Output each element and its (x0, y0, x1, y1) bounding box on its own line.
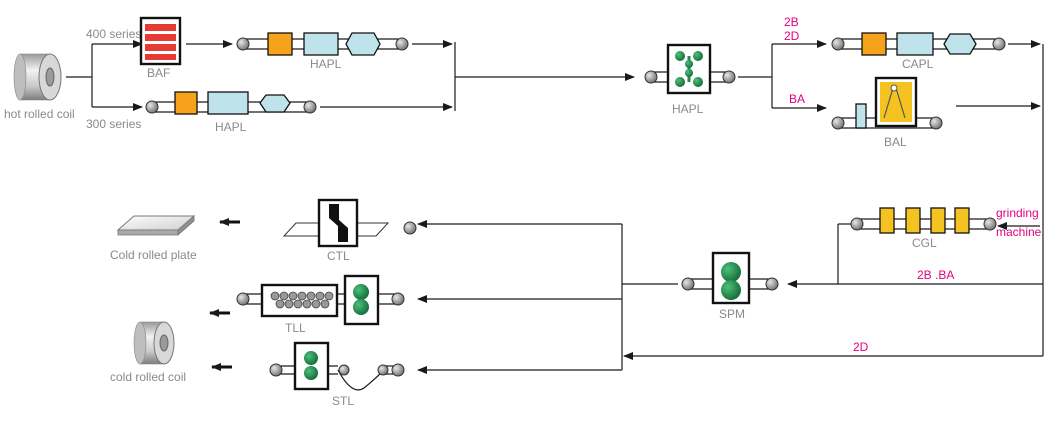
finish-2b-ba-annotation: 2B .BA (917, 268, 954, 282)
baf-label: BAF (147, 66, 170, 80)
bal-line-icon (831, 76, 943, 130)
cold-rolled-plate-label: Cold rolled plate (110, 248, 197, 262)
grinding-machine-annotation: machine (996, 225, 1042, 239)
hot-rolled-coil-label: hot rolled coil (4, 107, 75, 121)
stl-label: STL (332, 394, 354, 408)
tll-label: TLL (285, 321, 306, 335)
hapl-top-label: HAPL (310, 57, 342, 71)
ctl-shear-icon (282, 198, 417, 248)
capl-label: CAPL (902, 57, 934, 71)
spm-unit-icon (681, 251, 779, 305)
merge-lines (320, 40, 635, 111)
finish-2d-return-annotation: 2D (853, 340, 869, 354)
ctl-label: CTL (327, 249, 350, 263)
finish-2d-annotation: 2D (784, 29, 800, 43)
cold-rolled-plate-icon (116, 215, 196, 236)
hapl-top-line-icon (236, 32, 409, 56)
hapl-bottom-label: HAPL (215, 120, 247, 134)
finish-ba-annotation: BA (789, 92, 805, 106)
hapl-bottom-line-icon (145, 91, 317, 115)
spm-label: SPM (719, 307, 745, 321)
output-arrows (209, 218, 240, 371)
tll-leveler-icon (236, 274, 405, 326)
capl-line-icon (831, 32, 1006, 56)
finish-2b-annotation: 2B (784, 15, 799, 29)
cgl-line-icon (850, 207, 997, 234)
hapl-mid-unit-icon (644, 43, 736, 95)
cgl-to-spm-lines (787, 223, 1043, 288)
cgl-label: CGL (912, 236, 937, 250)
cold-rolled-coil-label: cold rolled coil (110, 370, 186, 384)
split-capl-bal (738, 40, 827, 112)
splitter-lines (66, 40, 143, 111)
bal-label: BAL (884, 135, 907, 149)
grinding-annotation: grinding (996, 206, 1039, 220)
series-300-label: 300 series (86, 117, 141, 131)
stl-slitter-icon (269, 341, 405, 391)
hot-rolled-coil-icon (13, 53, 62, 101)
cold-rolled-coil-icon (133, 321, 175, 365)
hapl-mid-label: HAPL (672, 102, 704, 116)
baf-furnace-icon (139, 16, 182, 66)
series-400-label: 400 series (86, 27, 141, 41)
spm-distribution-lines (417, 220, 1043, 374)
